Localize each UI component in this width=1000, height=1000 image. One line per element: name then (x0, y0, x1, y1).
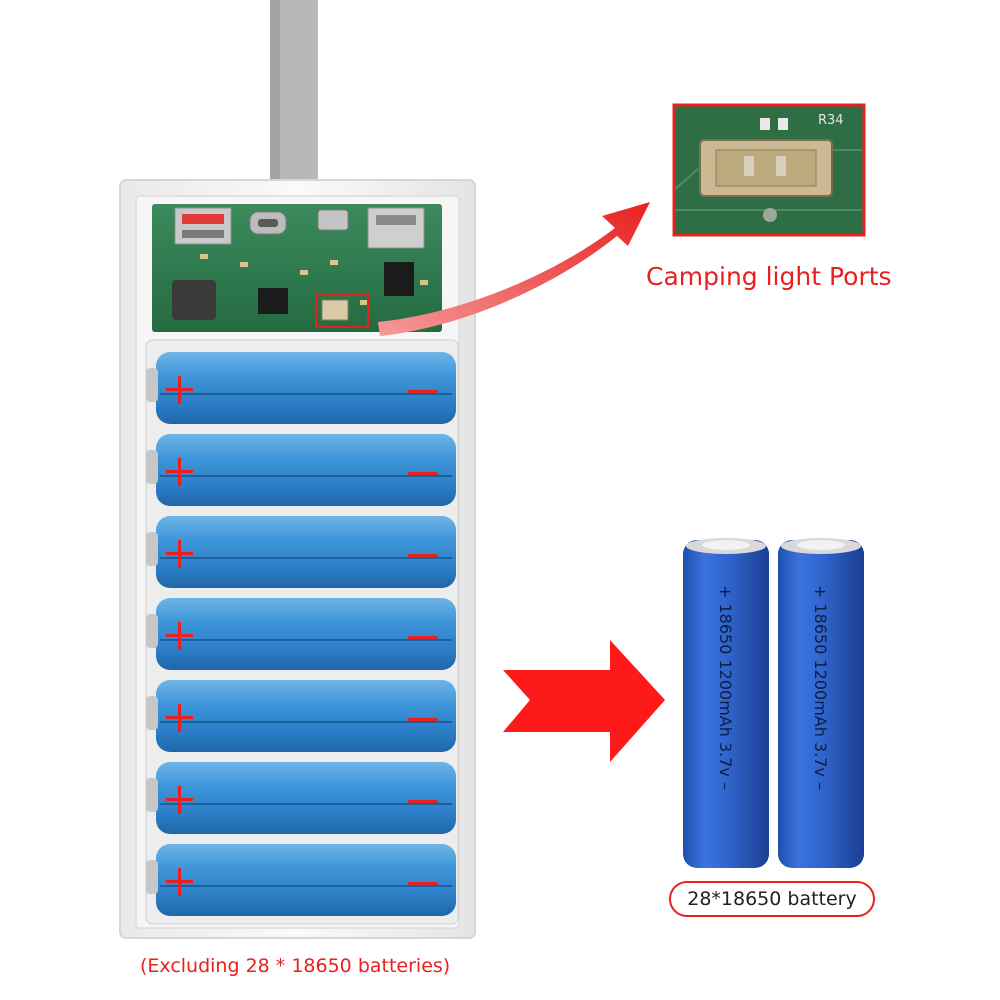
minus-icon (408, 718, 438, 721)
minus-icon (408, 636, 438, 639)
pcb-board (152, 204, 442, 332)
inductor (172, 280, 216, 320)
cell-print-text: + 18650 1200mAh 3.7v – (716, 585, 735, 790)
pcb-connector (321, 299, 349, 321)
excluding-note: (Excluding 28 * 18650 batteries) (140, 955, 451, 977)
ic-chip-right (384, 262, 414, 296)
connector-highlight-box (315, 294, 369, 328)
battery-row (146, 434, 456, 506)
battery-row (146, 762, 456, 834)
plus-icon (166, 540, 193, 568)
battery-badge: 28*18650 battery (669, 881, 875, 917)
minus-icon (408, 800, 438, 803)
camping-light-label: Camping light Ports (646, 262, 892, 291)
battery-cell: + 18650 1200mAh 3.7v – (683, 538, 769, 868)
micro-usb-port (317, 209, 349, 231)
plus-icon (166, 786, 193, 814)
battery-row (146, 598, 456, 670)
curved-arrow-icon (378, 202, 650, 336)
usb-port-right (367, 207, 425, 249)
minus-icon (408, 472, 438, 475)
connector-inset-photo: R34 (672, 103, 866, 237)
right-arrow-icon (503, 640, 665, 762)
plus-icon (166, 868, 193, 896)
battery-row (146, 680, 456, 752)
battery-row (146, 516, 456, 588)
battery-badge-text: 28*18650 battery (687, 888, 857, 910)
plus-icon (166, 376, 193, 404)
cell-print-text: + 18650 1200mAh 3.7v – (811, 585, 830, 790)
battery-rows (146, 352, 456, 916)
plus-icon (166, 704, 193, 732)
minus-icon (408, 554, 438, 557)
plus-icon (166, 622, 193, 650)
minus-icon (408, 390, 438, 393)
usb-port-left (174, 207, 232, 245)
lanyard-strap-shade (270, 0, 280, 190)
cells-group: + 18650 1200mAh 3.7v – + 18650 1200mAh 3.… (683, 538, 864, 868)
plus-icon (166, 458, 193, 486)
ic-chip (258, 288, 288, 314)
pcb-ref-text: R34 (818, 113, 844, 128)
minus-icon (408, 882, 438, 885)
battery-cell: + 18650 1200mAh 3.7v – (778, 538, 864, 868)
battery-row (146, 352, 456, 424)
battery-row (146, 844, 456, 916)
